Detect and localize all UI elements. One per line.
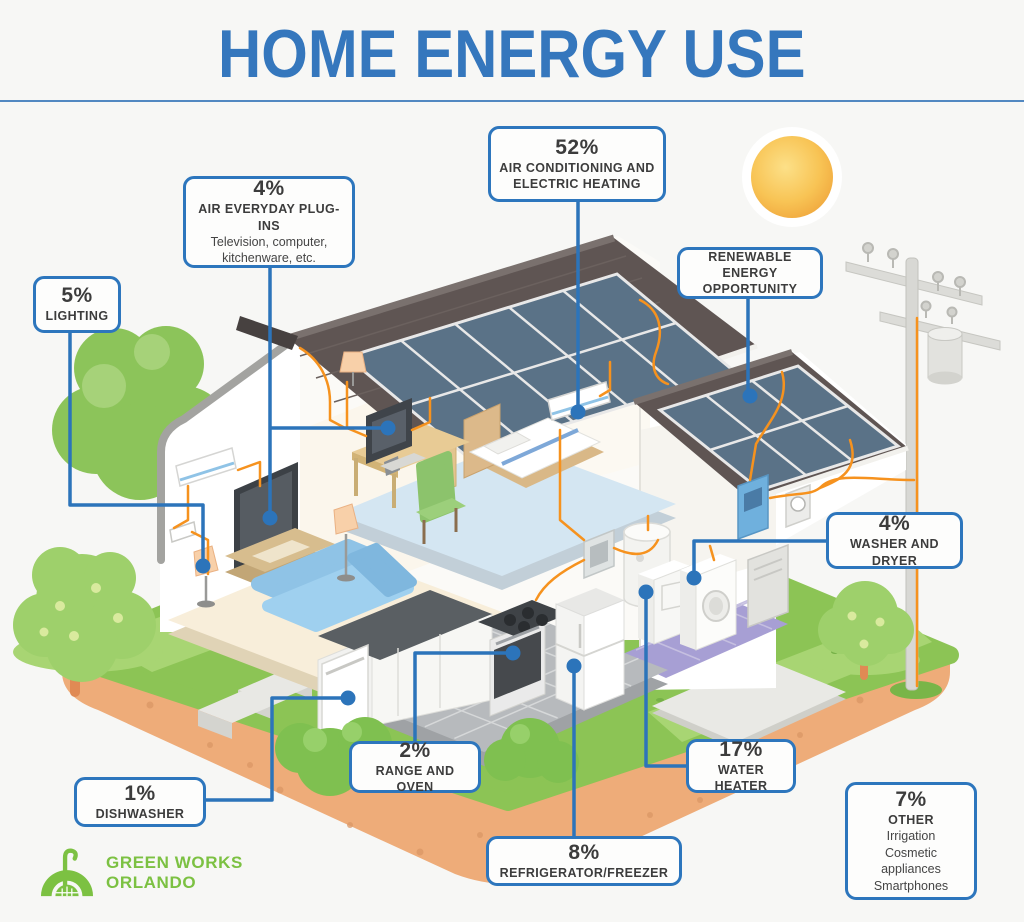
electrical-wires xyxy=(172,298,919,688)
bed xyxy=(463,403,604,488)
callout-pct: 5% xyxy=(61,284,93,308)
breaker-panel xyxy=(583,528,615,580)
callout-pct: 8% xyxy=(568,840,600,864)
solar-inverter xyxy=(737,473,769,541)
logo-line-2: ORLANDO xyxy=(106,873,197,892)
logo-line-1: GREEN WORKS xyxy=(106,853,243,873)
fountain-icon xyxy=(40,848,94,897)
callout-dishwasher: 1% DISHWASHER xyxy=(74,777,206,827)
callout-refrigerator: 8% REFRIGERATOR/FREEZER xyxy=(486,836,682,886)
sun-icon xyxy=(742,127,842,227)
callout-plugins: 4% AIR EVERYDAY PLUG-INS Television, com… xyxy=(183,176,355,268)
callout-pct: 2% xyxy=(399,738,431,762)
transformer xyxy=(927,327,963,385)
utility-pole xyxy=(845,242,1001,691)
callout-water-heater: 17% WATER HEATER xyxy=(686,737,796,793)
callout-renewable: RENEWABLE ENERGY OPPORTUNITY xyxy=(677,247,823,299)
green-works-orlando-logo: GREEN WORKS ORLANDO xyxy=(38,846,243,900)
walkway xyxy=(652,658,846,749)
title-underline xyxy=(0,100,1024,102)
apple-tree-left xyxy=(13,547,156,697)
page-header: HOME ENERGY USE xyxy=(0,8,1024,100)
callout-pct: 17% xyxy=(719,737,763,761)
ac-unit-living xyxy=(175,447,237,487)
page-title: HOME ENERGY USE xyxy=(218,16,806,92)
laundry-room xyxy=(583,522,788,678)
callout-pct: 4% xyxy=(878,512,911,536)
range-oven xyxy=(478,600,568,717)
floor-lamp-2 xyxy=(333,503,359,582)
kitchen xyxy=(317,588,668,766)
chair xyxy=(416,451,466,544)
connector-dots xyxy=(195,388,758,706)
callout-lighting: 5% LIGHTING xyxy=(33,276,121,333)
solar-array-right xyxy=(656,364,902,492)
callout-pct: 1% xyxy=(124,781,156,805)
insulators xyxy=(862,242,966,324)
roof-right xyxy=(633,349,909,503)
exterior-equipment xyxy=(737,473,811,629)
callout-other: 7% OTHER Irrigation Cosmetic appliances … xyxy=(845,782,977,900)
callout-pct: 7% xyxy=(895,787,927,811)
callout-range-oven: 2% RANGE AND OVEN xyxy=(349,738,481,794)
callout-pct: 52% xyxy=(555,135,599,159)
refrigerator xyxy=(555,588,625,711)
callout-washer-dryer: 4% WASHER AND DRYER xyxy=(826,512,963,569)
callout-leader-lines xyxy=(68,198,830,840)
tv-console xyxy=(225,528,335,588)
utility-box xyxy=(747,543,789,629)
callout-air-conditioning: 52% AIR CONDITIONING AND ELECTRIC HEATIN… xyxy=(488,126,666,202)
wall-lamp xyxy=(339,351,367,386)
callout-pct: 4% xyxy=(253,177,285,201)
bedroom xyxy=(336,351,676,590)
apple-tree-right xyxy=(818,581,914,680)
washer xyxy=(680,554,737,651)
sofa xyxy=(251,539,417,632)
bush-kitchen xyxy=(484,718,579,783)
